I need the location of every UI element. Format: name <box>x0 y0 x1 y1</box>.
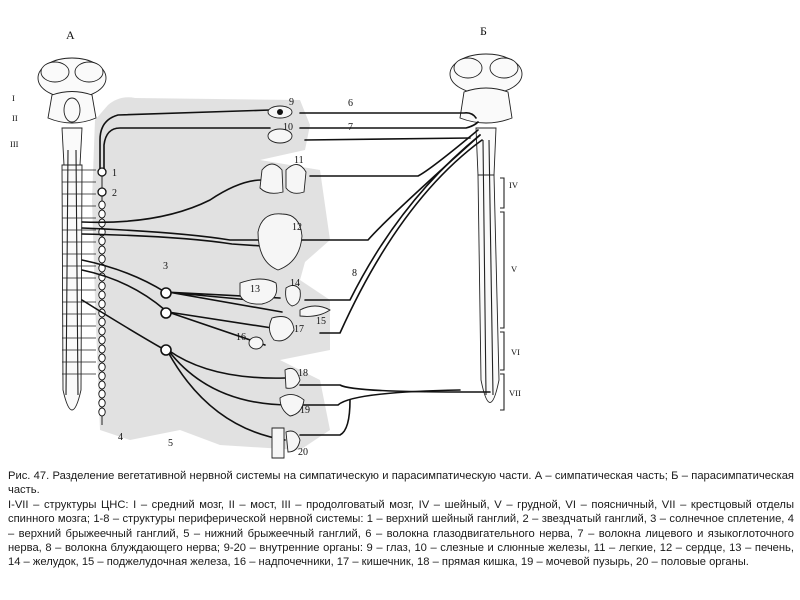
label-5: 5 <box>168 438 173 449</box>
cns-b-levels: IV V VI VII <box>500 178 521 410</box>
chain-ganglion <box>99 201 105 209</box>
cns-label-vi: VI <box>511 347 520 357</box>
figure-caption: Рис. 47. Разделение вегетативной нервной… <box>8 469 794 570</box>
chain-ganglion <box>99 372 105 380</box>
label-19: 19 <box>300 405 310 416</box>
chain-ganglion <box>99 246 105 254</box>
cns-a-levels: I II III <box>10 93 19 149</box>
chain-ganglion <box>99 255 105 263</box>
label-9: 9 <box>289 97 294 108</box>
label-7: 7 <box>348 122 353 133</box>
chain-ganglion <box>99 282 105 290</box>
label-1: 1 <box>112 168 117 179</box>
chain-ganglion <box>99 237 105 245</box>
chain-ganglion <box>99 336 105 344</box>
cns-label-vii: VII <box>509 388 521 398</box>
chain-ganglion <box>99 345 105 353</box>
label-15: 15 <box>316 316 326 327</box>
label-12: 12 <box>292 222 302 233</box>
chain-ganglion <box>99 390 105 398</box>
sympathetic-chain <box>99 170 105 425</box>
chain-ganglion <box>99 318 105 326</box>
chain-ganglion <box>99 354 105 362</box>
nerve-8 <box>320 140 482 333</box>
label-18: 18 <box>298 368 308 379</box>
label-13: 13 <box>250 284 260 295</box>
chain-ganglion <box>99 291 105 299</box>
cns-label-i: I <box>12 93 15 103</box>
chain-ganglion <box>99 399 105 407</box>
label-10: 10 <box>283 122 293 133</box>
cns-label-v: V <box>511 264 518 274</box>
chain-ganglion <box>99 363 105 371</box>
label-20: 20 <box>298 447 308 458</box>
chain-ganglion <box>99 300 105 308</box>
nerve-6 <box>300 113 476 118</box>
chain-ganglion <box>99 327 105 335</box>
autonomic-nervous-system-diagram: I II III IV V VI VII А Б <box>0 0 800 465</box>
chain-ganglion <box>99 381 105 389</box>
side-label-a: А <box>66 28 75 42</box>
cns-label-ii: II <box>12 113 18 123</box>
label-8: 8 <box>352 268 357 279</box>
chain-ganglion <box>99 210 105 218</box>
parasympathetic-fibers <box>300 113 490 435</box>
side-label-b: Б <box>480 24 487 38</box>
cns-label-iv: IV <box>509 180 519 190</box>
label-16: 16 <box>236 332 246 343</box>
nerve-7 <box>300 122 478 128</box>
label-11: 11 <box>294 155 304 166</box>
label-3: 3 <box>163 261 168 272</box>
label-4: 4 <box>118 432 123 443</box>
cns-label-iii: III <box>10 139 19 149</box>
chain-ganglion <box>99 408 105 416</box>
adrenal <box>249 337 263 349</box>
caption-title: Рис. 47. Разделение вегетативной нервной… <box>8 469 794 498</box>
label-2: 2 <box>112 188 117 199</box>
caption-legend: I-VII – структуры ЦНС: I – средний мозг,… <box>8 498 794 570</box>
label-14: 14 <box>290 278 300 289</box>
label-6: 6 <box>348 98 353 109</box>
label-17: 17 <box>294 324 304 335</box>
